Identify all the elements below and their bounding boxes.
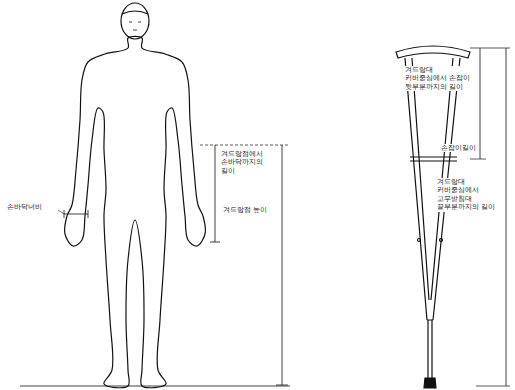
- cap-line: [122, 11, 148, 14]
- body-outline: [65, 36, 206, 387]
- arm-length-dimension: [210, 145, 220, 242]
- leader-line: [58, 210, 64, 214]
- palm-width-label: 손바닥너비: [6, 203, 43, 211]
- head: [121, 3, 149, 39]
- crutch-length-dimension: [506, 48, 507, 386]
- crutch-pad: [396, 46, 470, 58]
- palm-width-line: [64, 210, 88, 218]
- crutch-handle: [410, 157, 457, 161]
- crutch-leg: [427, 320, 433, 378]
- handle-length-label: 손잡이길이: [440, 144, 477, 152]
- armpit-level-line: [200, 145, 288, 146]
- face: [129, 22, 141, 30]
- crutch-length-label: 겨드랑대 커버중심에서 고무받침대 끝부분까지의 길이: [436, 178, 504, 212]
- floor-line: [20, 386, 290, 387]
- pad-to-handle-label: 겨드랑대 커버중심에서 손잡이 윗부분까지의 길이: [404, 66, 472, 91]
- crutch-reference-lines: [470, 48, 510, 386]
- pad-to-handle-dimension: [480, 48, 481, 159]
- adjust-hole: [440, 239, 443, 242]
- armpit-height-dimension: [276, 145, 288, 385]
- rubber-tip: [424, 378, 436, 388]
- adjust-hole: [418, 239, 421, 242]
- arm-length-label: 겨드랑점에서 손바닥까지의 길이: [220, 150, 278, 175]
- armpit-height-label: 겨드랑점 높이: [222, 206, 268, 214]
